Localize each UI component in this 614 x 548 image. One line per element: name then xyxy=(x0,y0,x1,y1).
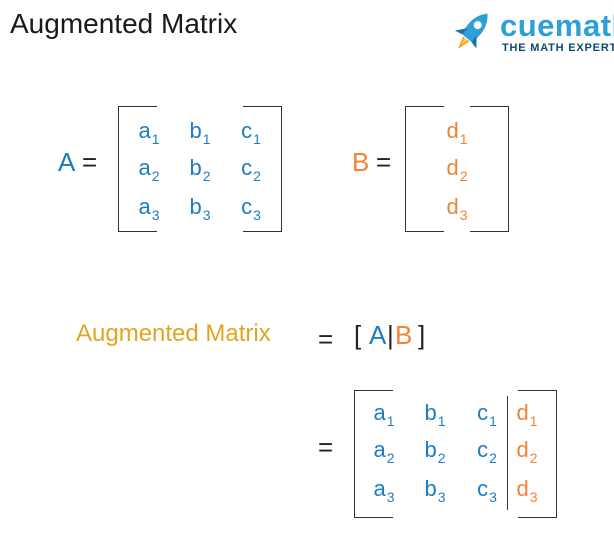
augmented-a-entry-letter: c xyxy=(477,437,489,462)
augmented-b-symbol: B xyxy=(395,320,413,350)
augmented-a-entry-subscript: 3 xyxy=(437,489,446,505)
augmented-a-entry: c2 xyxy=(467,437,507,466)
matrix-b-entry: d3 xyxy=(437,194,477,223)
matrix-a-entry-subscript: 1 xyxy=(253,131,261,147)
augmented-a-entry-subscript: 2 xyxy=(489,450,497,466)
matrix-a-entry: b1 xyxy=(180,118,220,147)
augmented-a-entry-letter: b xyxy=(424,400,437,425)
matrix-b-label: B xyxy=(352,147,370,177)
augmented-a-entry-letter: c xyxy=(477,400,489,425)
matrix-a-entry-subscript: 3 xyxy=(151,207,160,223)
augmented-a-entry-subscript: 3 xyxy=(386,489,395,505)
augmented-a-entry-letter: a xyxy=(373,476,386,501)
matrix-b-entry-letter: d xyxy=(446,155,459,180)
augmented-a-entry-subscript: 1 xyxy=(386,413,395,429)
augmented-a-entry-subscript: 1 xyxy=(489,413,497,429)
matrix-a-entry-letter: b xyxy=(189,155,202,180)
augmented-result-equals: = xyxy=(318,432,334,462)
augmented-a-entry-subscript: 2 xyxy=(386,450,395,466)
augmented-a-entry: b2 xyxy=(415,437,455,466)
matrix-a-entry-subscript: 2 xyxy=(202,168,211,184)
matrix-a-entry-letter: b xyxy=(189,194,202,219)
matrix-a-entry: a1 xyxy=(129,118,169,147)
matrix-a-entry: b3 xyxy=(180,194,220,223)
matrix-a-entry-subscript: 1 xyxy=(202,131,211,147)
augmented-a-entry: b1 xyxy=(415,400,455,429)
cuemath-logo xyxy=(444,6,614,58)
augmented-b-entry: d1 xyxy=(507,400,547,429)
matrix-a-entry-letter: a xyxy=(138,155,151,180)
matrix-b-entry-letter: d xyxy=(446,194,459,219)
augmented-a-entry-letter: b xyxy=(424,437,437,462)
augmented-b-entry-subscript: 2 xyxy=(529,450,538,466)
matrix-b-entry-letter: d xyxy=(446,118,459,143)
matrix-b-entry-subscript: 1 xyxy=(459,131,468,147)
augmented-a-entry-letter: a xyxy=(373,400,386,425)
matrix-b-entry-subscript: 2 xyxy=(459,168,468,184)
matrix-a-entry-letter: b xyxy=(189,118,202,143)
augmented-a-entry: a2 xyxy=(364,437,404,466)
augmented-b-entry-subscript: 1 xyxy=(529,413,538,429)
matrix-a-entry: b2 xyxy=(180,155,220,184)
matrix-a-entry: c2 xyxy=(231,155,271,184)
matrix-a-entry-letter: a xyxy=(138,118,151,143)
matrix-a-equals: = xyxy=(82,147,98,177)
augmented-a-entry-subscript: 1 xyxy=(437,413,446,429)
matrix-a-label: A xyxy=(58,147,76,177)
augmented-matrix-label: Augmented Matrix xyxy=(76,320,271,347)
augmented-b-entry: d2 xyxy=(507,437,547,466)
augmented-a-entry-letter: a xyxy=(373,437,386,462)
matrix-b-equals: = xyxy=(376,147,392,177)
matrix-a-left-bracket xyxy=(118,106,157,232)
augmented-left-bracket xyxy=(354,390,393,518)
augmented-a-entry-letter: c xyxy=(477,476,489,501)
augmented-b-entry: d3 xyxy=(507,476,547,505)
augmented-separator-line xyxy=(507,396,508,510)
matrix-b-entry-subscript: 3 xyxy=(459,207,468,223)
matrix-a-entry-subscript: 3 xyxy=(202,207,211,223)
augmented-b-entry-subscript: 3 xyxy=(529,489,538,505)
augmented-a-entry-letter: b xyxy=(424,476,437,501)
matrix-a-entry-subscript: 2 xyxy=(253,168,261,184)
augmented-a-symbol: A xyxy=(369,320,387,350)
matrix-a-entry: a3 xyxy=(129,194,169,223)
augmented-a-entry: c3 xyxy=(467,476,507,505)
augmented-bar: | xyxy=(387,320,394,350)
matrix-a-entry-subscript: 2 xyxy=(151,168,160,184)
augmented-equals: = xyxy=(318,324,334,354)
matrix-a-entry-letter: a xyxy=(138,194,151,219)
matrix-b-entry: d2 xyxy=(437,155,477,184)
matrix-a-entry: c1 xyxy=(231,118,271,147)
matrix-b-entry: d1 xyxy=(437,118,477,147)
augmented-right-bracket xyxy=(518,390,557,518)
augmented-b-entry-letter: d xyxy=(516,437,529,462)
augmented-a-entry-subscript: 2 xyxy=(437,450,446,466)
matrix-a-entry: c3 xyxy=(231,194,271,223)
augmented-a-entry-subscript: 3 xyxy=(489,489,497,505)
augmented-a-entry: c1 xyxy=(467,400,507,429)
augmented-a-entry: a3 xyxy=(364,476,404,505)
brand-name: cuemath xyxy=(500,8,614,43)
matrix-b-right-bracket xyxy=(470,106,509,232)
matrix-a-entry-subscript: 3 xyxy=(253,207,261,223)
augmented-a-entry: a1 xyxy=(364,400,404,429)
augmented-b-entry-letter: d xyxy=(516,400,529,425)
brand-tagline: THE MATH EXPERT xyxy=(502,42,614,54)
matrix-a-entry-letter: c xyxy=(241,155,253,180)
matrix-a-entry-letter: c xyxy=(241,194,253,219)
rocket-icon xyxy=(454,13,488,49)
matrix-a-right-bracket xyxy=(243,106,282,232)
page-title: Augmented Matrix xyxy=(10,8,238,39)
augmented-open-bracket: [ xyxy=(354,320,362,350)
matrix-a-entry-subscript: 1 xyxy=(151,131,160,147)
augmented-close-bracket: ] xyxy=(418,320,426,350)
augmented-b-entry-letter: d xyxy=(516,476,529,501)
matrix-a-entry-letter: c xyxy=(241,118,253,143)
matrix-a-entry: a2 xyxy=(129,155,169,184)
augmented-a-entry: b3 xyxy=(415,476,455,505)
matrix-b-left-bracket xyxy=(405,106,444,232)
